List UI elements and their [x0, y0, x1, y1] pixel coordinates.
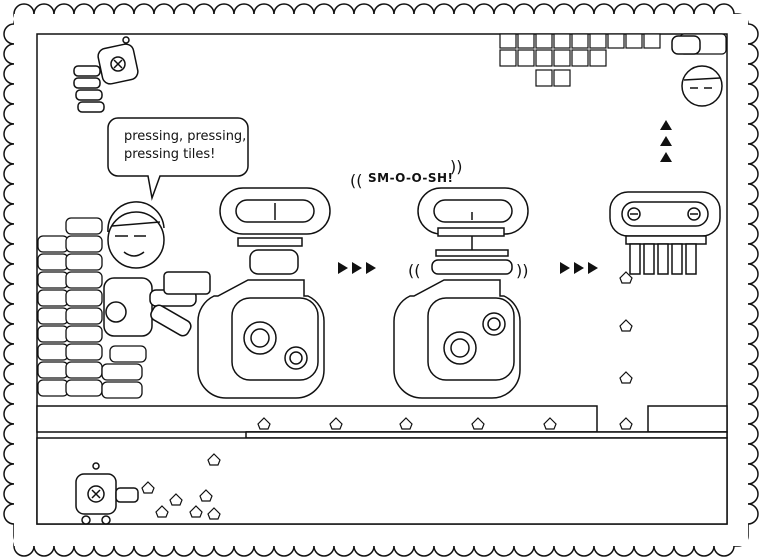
cutter-machine	[609, 191, 721, 275]
robot-icon	[75, 462, 139, 525]
svg-text:)): ))	[450, 157, 462, 176]
svg-text:((: ((	[408, 261, 420, 280]
triple-up-arrow-icon	[660, 120, 672, 162]
press-machine-2	[393, 187, 529, 399]
sound-effect-text: SM-O-O-SH!	[368, 171, 454, 185]
speech-bubble: pressing, pressing, pressing tiles!	[107, 117, 249, 201]
speech-line-1: pressing, pressing,	[124, 129, 246, 144]
upper-conveyor	[36, 405, 728, 439]
sound-effect: (( SM-O-O-SH! ))	[350, 157, 462, 190]
speech-line-2: pressing tiles!	[124, 147, 215, 162]
worker-character-2	[671, 35, 723, 107]
tile-grid	[499, 33, 727, 87]
triple-right-arrow-icon	[560, 262, 598, 274]
press-machine-1	[197, 187, 331, 399]
brick-wall	[37, 217, 147, 399]
robot-icon	[73, 36, 139, 113]
triple-right-arrow-icon	[338, 262, 376, 274]
svg-text:)): ))	[516, 261, 528, 280]
lower-conveyor	[36, 437, 728, 525]
worker-character	[103, 201, 211, 337]
svg-text:((: ((	[350, 171, 362, 190]
